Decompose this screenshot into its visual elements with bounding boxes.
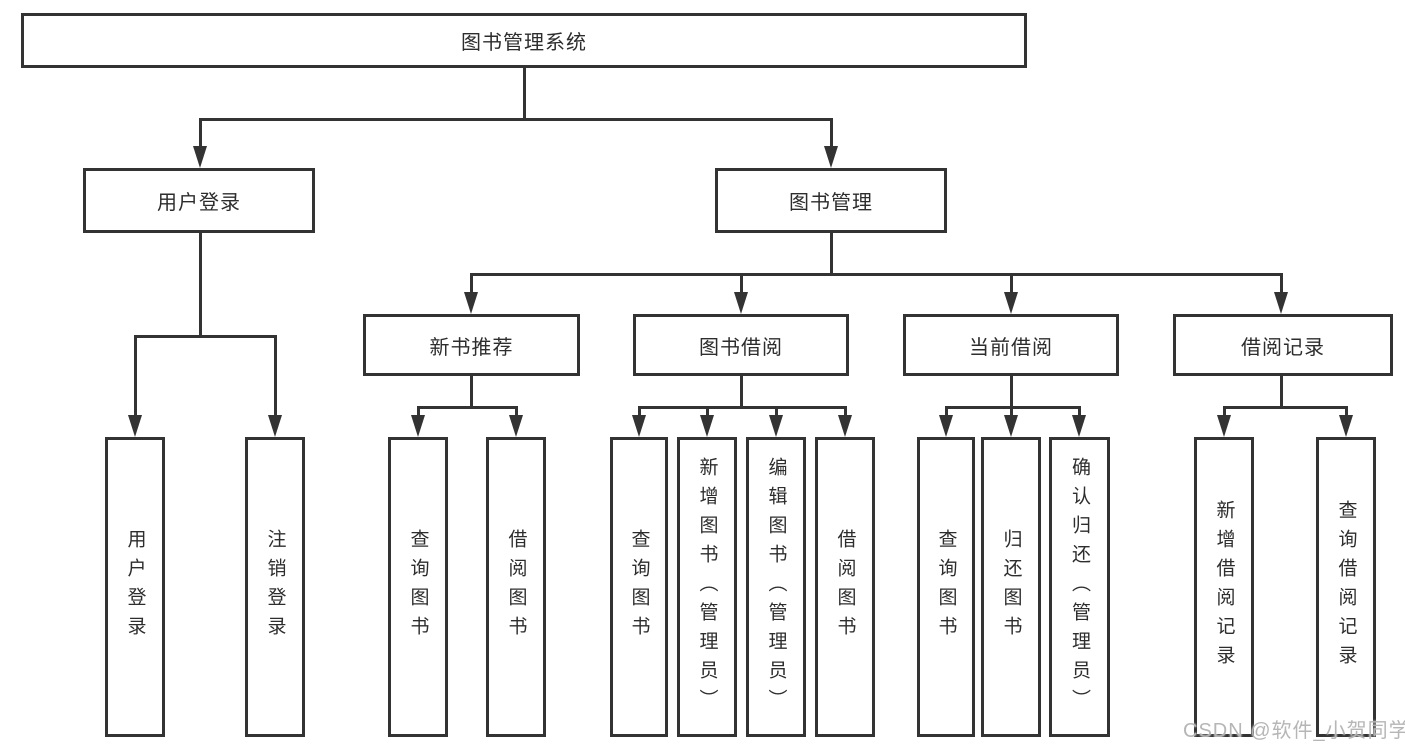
leaf-label: 查询图书: [407, 529, 429, 645]
arrowhead-icon: [128, 415, 142, 437]
connector-line: [705, 407, 709, 417]
arrowhead-icon: [411, 415, 425, 437]
leaf-query-books-1: 查询图书: [388, 437, 448, 737]
node-book-management: 图书管理: [715, 168, 947, 233]
connector-line: [198, 119, 202, 148]
node-label: 借阅记录: [1241, 336, 1325, 359]
arrowhead-icon: [193, 146, 207, 168]
leaf-label: 确认归还（管理员）: [1069, 456, 1090, 718]
leaf-confirm-return-admin: 确认归还（管理员）: [1049, 437, 1110, 737]
leaf-add-borrow-record: 新增借阅记录: [1194, 437, 1254, 737]
connector-line: [1077, 407, 1081, 417]
arrowhead-icon: [700, 415, 714, 437]
node-borrow-records: 借阅记录: [1173, 314, 1393, 376]
watermark: CSDN @软件_小贺同学: [1183, 720, 1405, 742]
connector-line: [1344, 407, 1348, 417]
connector-line: [198, 233, 202, 338]
connector-line: [469, 274, 473, 294]
arrowhead-icon: [1072, 415, 1086, 437]
connector-line: [133, 334, 277, 338]
node-new-book-recommend: 新书推荐: [363, 314, 580, 376]
connector-line: [469, 376, 473, 409]
arrowhead-icon: [268, 415, 282, 437]
leaf-label: 查询图书: [935, 529, 957, 645]
node-current-borrow: 当前借阅: [903, 314, 1119, 376]
leaf-label: 查询图书: [628, 529, 650, 645]
connector-line: [739, 376, 743, 409]
leaf-borrow-books-2: 借阅图书: [815, 437, 875, 737]
node-label: 图书管理: [789, 192, 873, 214]
leaf-borrow-books-1: 借阅图书: [486, 437, 546, 737]
arrowhead-icon: [1339, 415, 1353, 437]
connector-line: [944, 405, 1081, 409]
connector-line: [1222, 405, 1348, 409]
arrowhead-icon: [464, 292, 478, 314]
connector-line: [133, 336, 137, 417]
leaf-label: 新增借阅记录: [1213, 500, 1235, 674]
connector-line: [829, 119, 833, 148]
leaf-label: 用户登录: [124, 529, 146, 645]
connector-line: [469, 272, 1283, 276]
leaf-query-borrow-record: 查询借阅记录: [1316, 437, 1376, 737]
leaf-user-login: 用户登录: [105, 437, 165, 737]
leaf-label: 归还图书: [1000, 529, 1022, 645]
node-label: 图书借阅: [699, 336, 783, 359]
arrowhead-icon: [769, 415, 783, 437]
connector-line: [273, 336, 277, 417]
connector-line: [1279, 274, 1283, 294]
leaf-query-books-2: 查询图书: [610, 437, 668, 737]
connector-line: [416, 405, 518, 409]
connector-line: [944, 407, 948, 417]
connector-line: [829, 233, 833, 276]
leaf-label: 借阅图书: [505, 529, 527, 645]
leaf-return-books: 归还图书: [981, 437, 1041, 737]
arrowhead-icon: [734, 292, 748, 314]
node-label: 当前借阅: [969, 336, 1053, 359]
connector-line: [843, 407, 847, 417]
arrowhead-icon: [509, 415, 523, 437]
leaf-logout: 注销登录: [245, 437, 305, 737]
arrowhead-icon: [1217, 415, 1231, 437]
connector-line: [1279, 376, 1283, 409]
connector-line: [637, 407, 641, 417]
leaf-query-books-3: 查询图书: [917, 437, 975, 737]
connector-line: [522, 68, 526, 121]
connector-line: [1009, 376, 1013, 409]
arrowhead-icon: [632, 415, 646, 437]
leaf-add-books-admin: 新增图书（管理员）: [677, 437, 737, 737]
arrowhead-icon: [939, 415, 953, 437]
connector-line: [416, 407, 420, 417]
connector-line: [1009, 407, 1013, 417]
arrowhead-icon: [824, 146, 838, 168]
connector-line: [514, 407, 518, 417]
node-library-system: 图书管理系统: [21, 13, 1027, 68]
leaf-label: 查询借阅记录: [1335, 500, 1357, 674]
leaf-label: 注销登录: [264, 529, 286, 645]
leaf-edit-books-admin: 编辑图书（管理员）: [746, 437, 806, 737]
leaf-label: 借阅图书: [834, 529, 856, 645]
connector-line: [774, 407, 778, 417]
node-label: 新书推荐: [429, 336, 514, 359]
arrowhead-icon: [1004, 415, 1018, 437]
connector-line: [1009, 274, 1013, 294]
node-book-borrow: 图书借阅: [633, 314, 849, 376]
connector-line: [739, 274, 743, 294]
node-label: 用户登录: [157, 192, 241, 214]
leaf-label: 编辑图书（管理员）: [765, 456, 787, 718]
arrowhead-icon: [1274, 292, 1288, 314]
node-user-login: 用户登录: [83, 168, 315, 233]
arrowhead-icon: [1004, 292, 1018, 314]
leaf-label: 新增图书（管理员）: [696, 456, 718, 718]
connector-line: [1222, 407, 1226, 417]
connector-line: [198, 117, 833, 121]
connector-line: [637, 405, 847, 409]
arrowhead-icon: [838, 415, 852, 437]
node-label: 图书管理系统: [461, 32, 587, 54]
